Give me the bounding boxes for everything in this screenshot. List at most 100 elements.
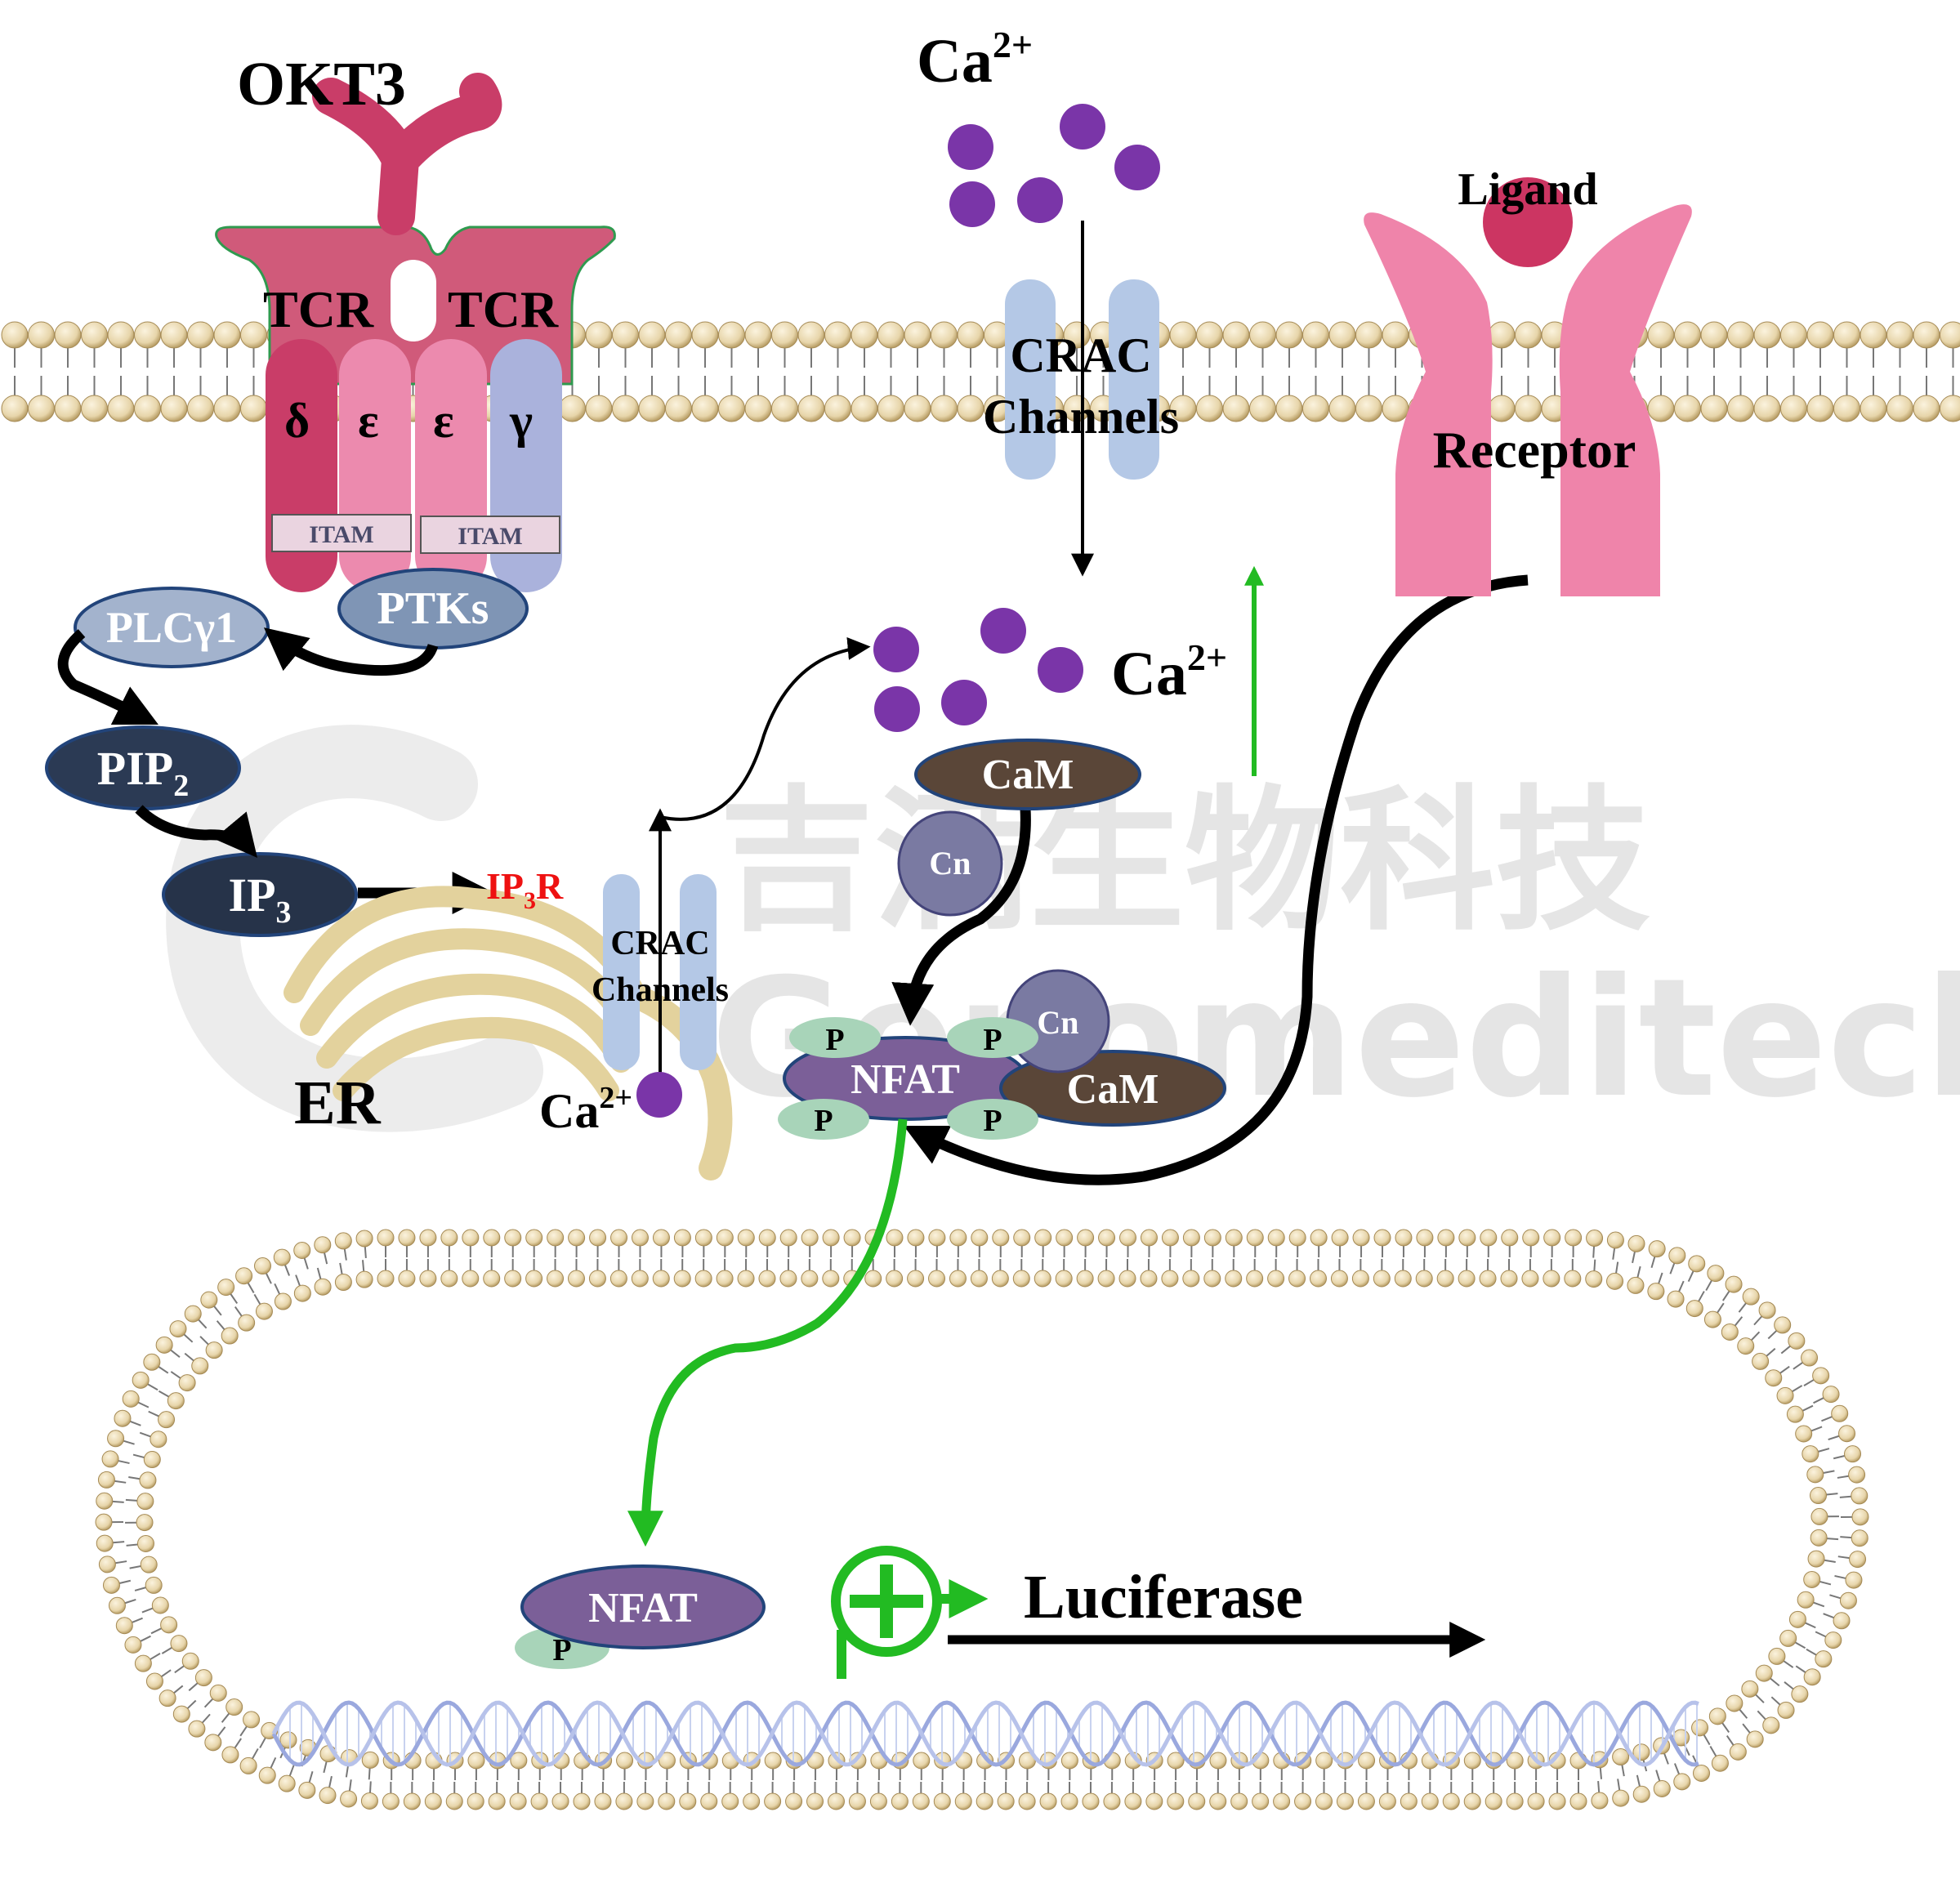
lipid-head <box>54 321 82 349</box>
lipid-tail <box>1753 1315 1763 1326</box>
lipid-head <box>1831 1404 1849 1422</box>
lipid-head <box>96 1492 114 1510</box>
lipid-tail <box>345 1765 349 1778</box>
lipid-head <box>213 321 241 349</box>
lipid-tail <box>141 1607 154 1614</box>
ca-ions-extracellular <box>948 104 1160 227</box>
lipid-head <box>217 1279 235 1297</box>
lipid-head <box>1034 1270 1051 1288</box>
lipid-head <box>1647 321 1675 349</box>
er-label: ER <box>294 1069 382 1137</box>
lipid-tail <box>1734 1316 1743 1327</box>
lipid-head <box>851 321 878 349</box>
nfat-translocation-arrow <box>627 1118 908 1547</box>
lipid-head <box>1810 1487 1828 1505</box>
lipid-head <box>1188 1792 1206 1810</box>
lipid-tail <box>1819 1580 1832 1586</box>
lipid-tail <box>125 1498 137 1502</box>
lipid-head <box>1806 1466 1824 1484</box>
lipid-head <box>158 1411 176 1429</box>
lipid-head <box>145 1576 163 1594</box>
lipid-head <box>510 1752 528 1770</box>
lipid-head <box>160 1616 178 1634</box>
lipid-head <box>1373 1229 1391 1247</box>
lipid-head <box>1667 1290 1685 1308</box>
ptks-label: PTKs <box>377 583 489 634</box>
lipid-head <box>1737 1337 1755 1355</box>
lipid-head <box>824 395 851 422</box>
phospho-node <box>789 1017 881 1058</box>
lipid-head <box>1275 321 1303 349</box>
lipid-head <box>991 1270 1009 1288</box>
lipid-head <box>931 321 958 349</box>
lipid-head <box>1752 1352 1770 1370</box>
lipid-tail <box>150 1653 161 1660</box>
lipid-head <box>779 1270 797 1288</box>
lipid-head <box>1774 1316 1792 1334</box>
lipid-head <box>134 1654 152 1672</box>
ip3-node <box>162 852 358 937</box>
lipid-tail <box>199 1336 209 1346</box>
lipid-tail <box>128 1476 141 1480</box>
lipid-head <box>115 1617 133 1635</box>
lipid-head <box>970 1270 988 1288</box>
lipid-head <box>1803 1570 1821 1588</box>
ca-er-superscript: 2+ <box>599 1081 632 1115</box>
lipid-head <box>913 1752 931 1770</box>
lipid-tail <box>1813 1601 1825 1608</box>
lipid-head <box>1288 1229 1306 1247</box>
lipid-head <box>1500 1270 1518 1288</box>
lipid-head <box>178 1374 196 1392</box>
lipid-head <box>1328 395 1356 422</box>
lipid-head <box>610 1229 628 1247</box>
lipid-head <box>1302 395 1329 422</box>
lipid-tail <box>132 1617 143 1623</box>
er-stack-icon <box>284 886 733 1181</box>
lipid-head <box>293 1284 311 1302</box>
lipid-head <box>136 1534 154 1552</box>
lipid-head <box>1708 1707 1726 1725</box>
lipid-head <box>360 1792 378 1810</box>
lipid-head <box>716 1229 734 1247</box>
ip3r-main: IP <box>486 865 524 907</box>
lipid-head <box>1082 1792 1100 1810</box>
lipid-head <box>1118 1270 1136 1288</box>
lipid-head <box>1833 321 1860 349</box>
receptor-right <box>1559 204 1692 596</box>
lipid-head <box>525 1229 543 1247</box>
nfat-cam-label: CaM <box>1067 1066 1159 1113</box>
lipid-tail <box>284 1265 290 1276</box>
lipid-head <box>169 1320 187 1338</box>
lipid-head <box>114 1409 132 1427</box>
lipid-tail <box>1837 1556 1850 1560</box>
lipid-head <box>1839 1591 1857 1609</box>
lipid-head <box>462 1229 480 1247</box>
lipid-tail <box>150 1627 163 1635</box>
lipid-head <box>1421 1792 1439 1810</box>
lipid-head <box>658 1752 676 1770</box>
lipid-tail <box>123 1439 135 1445</box>
lipid-head <box>1521 1270 1539 1288</box>
dna-strand <box>271 1700 1699 1767</box>
lipid-head <box>1230 1792 1248 1810</box>
lipid-head <box>1725 1275 1743 1293</box>
chain-gamma <box>490 339 562 592</box>
lipid-tail <box>328 1775 333 1788</box>
lipid-head <box>568 1229 586 1247</box>
lipid-head <box>1755 1664 1773 1682</box>
lipid-head <box>170 1635 188 1653</box>
lipid-tail <box>1722 1290 1730 1301</box>
lipid-head <box>1753 321 1781 349</box>
lipid-head <box>744 395 772 422</box>
lipid-tail <box>1687 1270 1694 1283</box>
lipid-head <box>1860 395 1887 422</box>
lipid-head <box>1267 1270 1285 1288</box>
lipid-head <box>1382 395 1409 422</box>
lipid-tail <box>147 1383 158 1391</box>
lipid-head <box>1703 1310 1721 1328</box>
ca-ion <box>1017 177 1063 223</box>
lipid-head <box>403 1792 421 1810</box>
lipid-head <box>1506 1792 1524 1810</box>
lipid-head <box>1849 1551 1867 1569</box>
